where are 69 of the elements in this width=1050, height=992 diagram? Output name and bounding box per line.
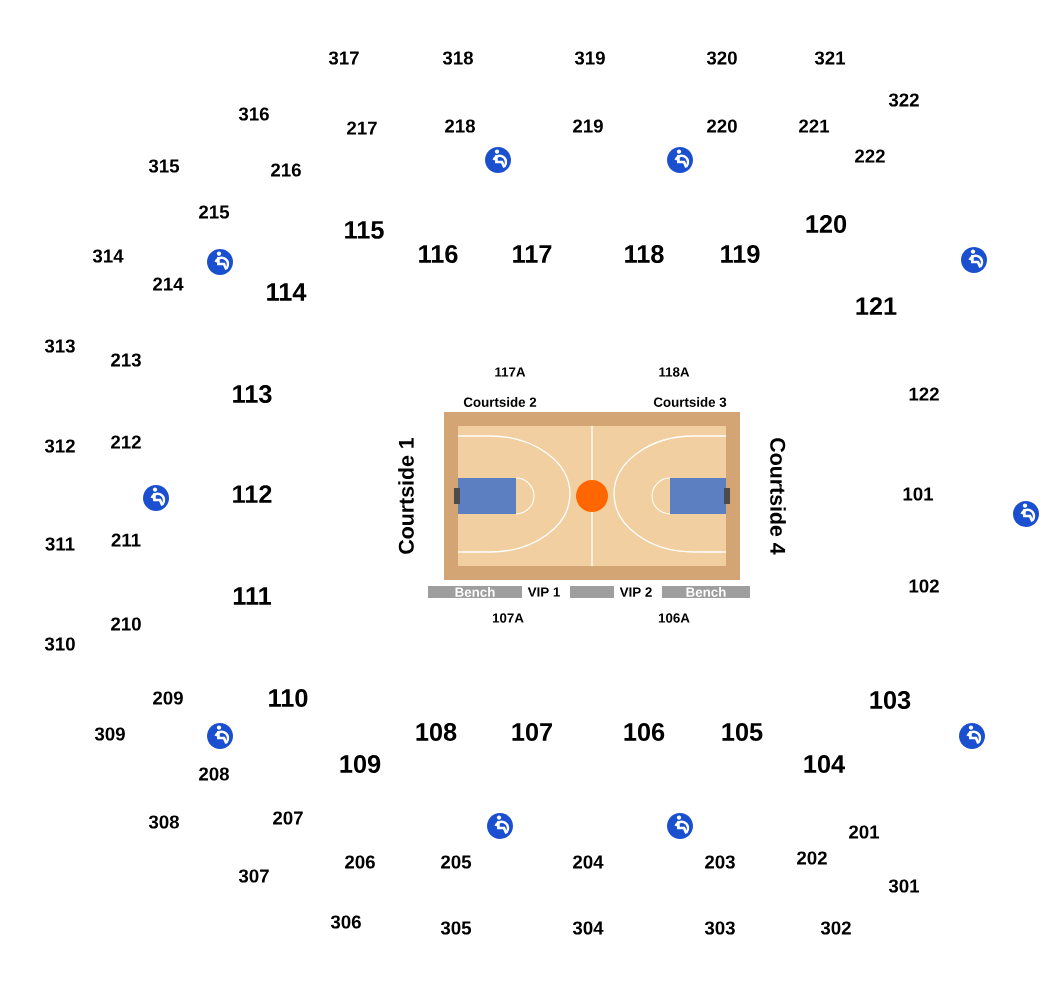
section-number: 221 [799,119,830,133]
section-number: 210 [111,617,141,631]
section-number: 201 [849,825,880,839]
section-number: 222 [855,149,885,163]
section-number: 218 [445,119,475,133]
section-number: 207 [273,811,303,825]
section-number: 112 [233,485,272,503]
section-number: 113 [233,385,272,403]
section-number: 314 [92,249,124,263]
section-number: 317 [328,51,359,65]
section-number: 216 [271,163,301,177]
section-number: 312 [44,439,75,453]
section-number: 322 [888,93,919,107]
section-number: 206 [345,855,375,869]
section-number: 212 [111,435,141,449]
section-number: 120 [806,215,847,233]
court-label: Courtside 4 [770,438,786,555]
section-number: 107 [512,723,552,741]
section-number: 305 [440,921,472,935]
section-number: 217 [347,121,377,135]
section-number: 316 [238,107,269,121]
section-number: 319 [574,51,605,65]
section-number: 119 [721,245,760,263]
section-number: 205 [441,855,472,869]
section-number: 108 [416,723,457,741]
section-number: 115 [345,221,384,239]
court-label: Courtside 1 [398,437,414,554]
section-number: 114 [267,283,307,301]
section-number: 309 [94,727,125,741]
section-number: 214 [153,277,184,291]
section-number: 122 [909,387,939,401]
section-number: 318 [442,51,473,65]
section-number: 303 [704,921,735,935]
section-number: 308 [148,815,179,829]
section-number: 203 [705,855,735,869]
section-number: 302 [820,921,851,935]
section-number: 208 [199,767,229,781]
section-number: 111 [233,587,272,605]
section-number: 219 [573,119,603,133]
section-number: 220 [707,119,737,133]
seating-bar [570,586,614,598]
section-number: 103 [870,691,911,709]
section-number: 202 [797,851,827,865]
section-number: 121 [856,297,897,315]
section-number: 304 [572,921,604,935]
section-number: 215 [199,205,230,219]
section-number: 211 [111,533,141,547]
section-number: 315 [148,159,180,173]
section-number: 310 [44,637,75,651]
section-number: 102 [909,579,939,593]
section-number: 209 [153,691,183,705]
section-number: 204 [573,855,604,869]
section-number: 110 [269,689,308,707]
section-number: 321 [814,51,846,65]
section-number: 301 [888,879,920,893]
section-number: 105 [722,723,763,741]
section-number: 306 [330,915,361,929]
section-number: 307 [238,869,269,883]
section-number: 104 [804,755,845,773]
section-number: 213 [111,353,141,367]
section-number: 109 [340,755,381,773]
section-number: 101 [903,487,934,501]
section-number: 313 [44,339,75,353]
section-number: 117 [513,245,552,263]
section-number: 311 [45,537,75,551]
section-number: 116 [419,245,458,263]
section-number: 320 [706,51,737,65]
section-number: 118 [625,245,664,263]
section-number: 106 [624,723,665,741]
